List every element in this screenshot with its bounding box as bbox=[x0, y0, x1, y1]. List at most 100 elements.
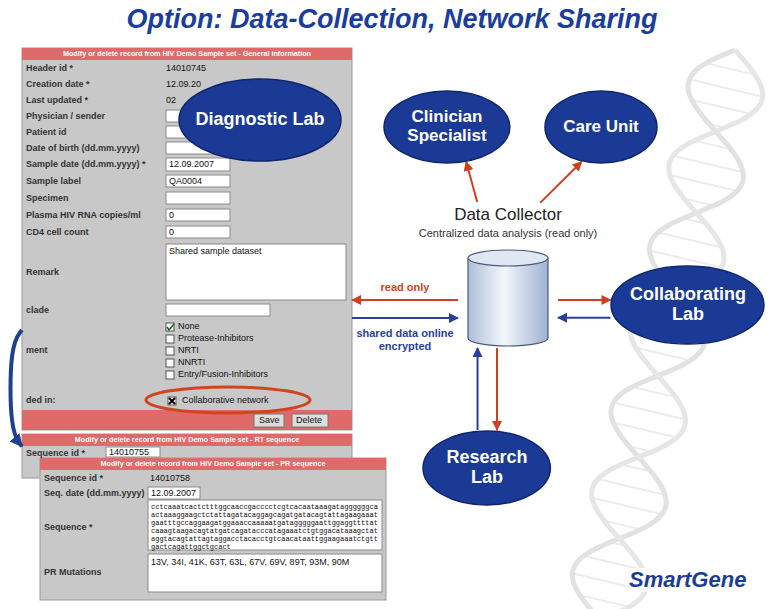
role-bubble: Care Unit bbox=[544, 90, 658, 164]
bubble-shape bbox=[179, 79, 341, 161]
field-label: Header id * bbox=[26, 64, 73, 74]
form-header: Modify or delete record from HIV Demo Sa… bbox=[40, 458, 386, 470]
field-value: 0 bbox=[169, 211, 174, 221]
form-title: Modify or delete record from HIV Demo Sa… bbox=[22, 48, 352, 60]
highlight-oval bbox=[146, 387, 310, 413]
bubble-text: Collaborating Lab bbox=[628, 285, 748, 325]
form-header: Modify or delete record from HIV Demo Sa… bbox=[22, 434, 352, 446]
field-label: Sample label bbox=[26, 177, 81, 187]
checkbox bbox=[166, 359, 174, 367]
arrow-connector bbox=[352, 317, 458, 319]
checkbox bbox=[168, 397, 176, 405]
form-panel bbox=[106, 447, 160, 457]
field-value: 14010745 bbox=[166, 64, 206, 74]
bubble-label: Care Unit bbox=[563, 118, 639, 137]
field-label: Patient id bbox=[26, 128, 67, 138]
node-heading: Data Collector bbox=[454, 205, 562, 225]
cross-mark bbox=[169, 398, 175, 404]
button bbox=[254, 414, 284, 427]
lab-bubble: Diagnostic Lab bbox=[178, 78, 342, 162]
field-label: Remark bbox=[26, 268, 59, 278]
checkbox bbox=[166, 347, 174, 355]
arrow-connector bbox=[466, 162, 477, 202]
input-field bbox=[166, 192, 230, 204]
field-value: 14010755 bbox=[109, 448, 149, 458]
form-panel bbox=[22, 48, 352, 60]
dna-helix bbox=[598, 479, 666, 495]
field-label: Specimen bbox=[26, 194, 69, 204]
field-label: Sequence * bbox=[44, 523, 93, 533]
dna-helix bbox=[592, 498, 662, 515]
input-field bbox=[166, 175, 230, 187]
field-value: 13V, 34I, 41K, 63T, 63L, 67V, 69V, 89T, … bbox=[151, 558, 379, 568]
arrow-connector bbox=[540, 162, 581, 203]
field-value: 0 bbox=[169, 228, 174, 238]
field-label: Physician / sender bbox=[26, 112, 105, 122]
bubble-shape bbox=[384, 91, 510, 163]
bubble-label: Research Lab bbox=[439, 448, 535, 488]
field-value: NRTI bbox=[178, 346, 199, 356]
field-label: Seq. date (dd.mm.yyyy) bbox=[44, 489, 145, 499]
role-bubble: Clinician Specialist bbox=[383, 90, 511, 164]
connector-label: read only bbox=[379, 281, 432, 294]
arrow-connector bbox=[558, 299, 610, 301]
field-value: QA0004 bbox=[169, 177, 202, 187]
dna-helix bbox=[649, 250, 721, 267]
bubble-text: Research Lab bbox=[439, 448, 535, 488]
form-panel bbox=[148, 554, 382, 592]
field-label: Last updated * bbox=[26, 96, 88, 106]
lab-bubble: Collaborating Lab bbox=[610, 265, 765, 345]
dna-helix bbox=[613, 402, 685, 419]
field-value: NNRTI bbox=[178, 358, 205, 368]
bubble-shape bbox=[423, 431, 550, 505]
dna-helix bbox=[689, 79, 763, 96]
button-label: Delete bbox=[296, 416, 322, 426]
form-title: Modify or delete record from HIV Demo Sa… bbox=[40, 458, 386, 470]
bubble-text: Diagnostic Lab bbox=[195, 110, 324, 130]
field-value: Entry/Fusion-Inhibitors bbox=[178, 370, 268, 380]
field-label: Plasma HIV RNA copies/ml bbox=[26, 211, 141, 221]
input-field bbox=[166, 226, 230, 238]
field-value: 12.09.2007 bbox=[169, 160, 214, 170]
connector-label: shared data online encrypted bbox=[353, 327, 457, 352]
input-field bbox=[166, 304, 270, 316]
field-label: ment bbox=[26, 346, 48, 356]
bubble-label: Diagnostic Lab bbox=[195, 110, 324, 130]
arrow-connector bbox=[496, 348, 498, 430]
checkbox bbox=[166, 371, 174, 379]
form-panel bbox=[22, 434, 352, 446]
field-label: Date of birth (dd.mm.yyyy) bbox=[26, 144, 140, 154]
bubble-shape bbox=[611, 266, 764, 344]
field-value: 12.09.20 bbox=[166, 80, 201, 90]
field-label: CD4 cell count bbox=[26, 228, 89, 238]
form-title: Modify or delete record from HIV Demo Sa… bbox=[22, 434, 352, 446]
arrow-connector bbox=[11, 330, 23, 446]
field-label: Sample date (dd.mm.yyyy) * bbox=[26, 160, 146, 170]
checkbox bbox=[166, 323, 174, 331]
checkbox bbox=[166, 335, 174, 343]
field-value: Collaborative network bbox=[182, 396, 269, 406]
form-panel bbox=[40, 458, 386, 470]
button bbox=[254, 414, 328, 427]
form-panel bbox=[40, 458, 386, 600]
field-value: 12.09.2007 bbox=[151, 489, 196, 499]
check-mark bbox=[167, 324, 174, 330]
sequence-text: cctcaaatcactctttggcaaccgacccctcgtcacaata… bbox=[151, 503, 379, 551]
bubble-text: Care Unit bbox=[563, 118, 639, 137]
arrow-connector bbox=[558, 317, 610, 319]
bubble-shape bbox=[545, 91, 657, 163]
field-label: ded in: bbox=[26, 396, 56, 406]
input-field bbox=[166, 244, 346, 300]
dna-helix bbox=[673, 156, 743, 173]
field-value: 02 bbox=[166, 96, 176, 106]
button bbox=[292, 414, 328, 427]
bubble-label: Clinician Specialist bbox=[399, 108, 495, 145]
field-value: Protease-Inhibitors bbox=[178, 334, 254, 344]
button-label: Save bbox=[259, 416, 280, 426]
arrow-connector bbox=[477, 348, 479, 430]
form-panel bbox=[40, 458, 386, 600]
form-panel bbox=[148, 487, 200, 499]
arrow-connector bbox=[352, 299, 458, 301]
lab-bubble: Research Lab bbox=[422, 430, 551, 506]
